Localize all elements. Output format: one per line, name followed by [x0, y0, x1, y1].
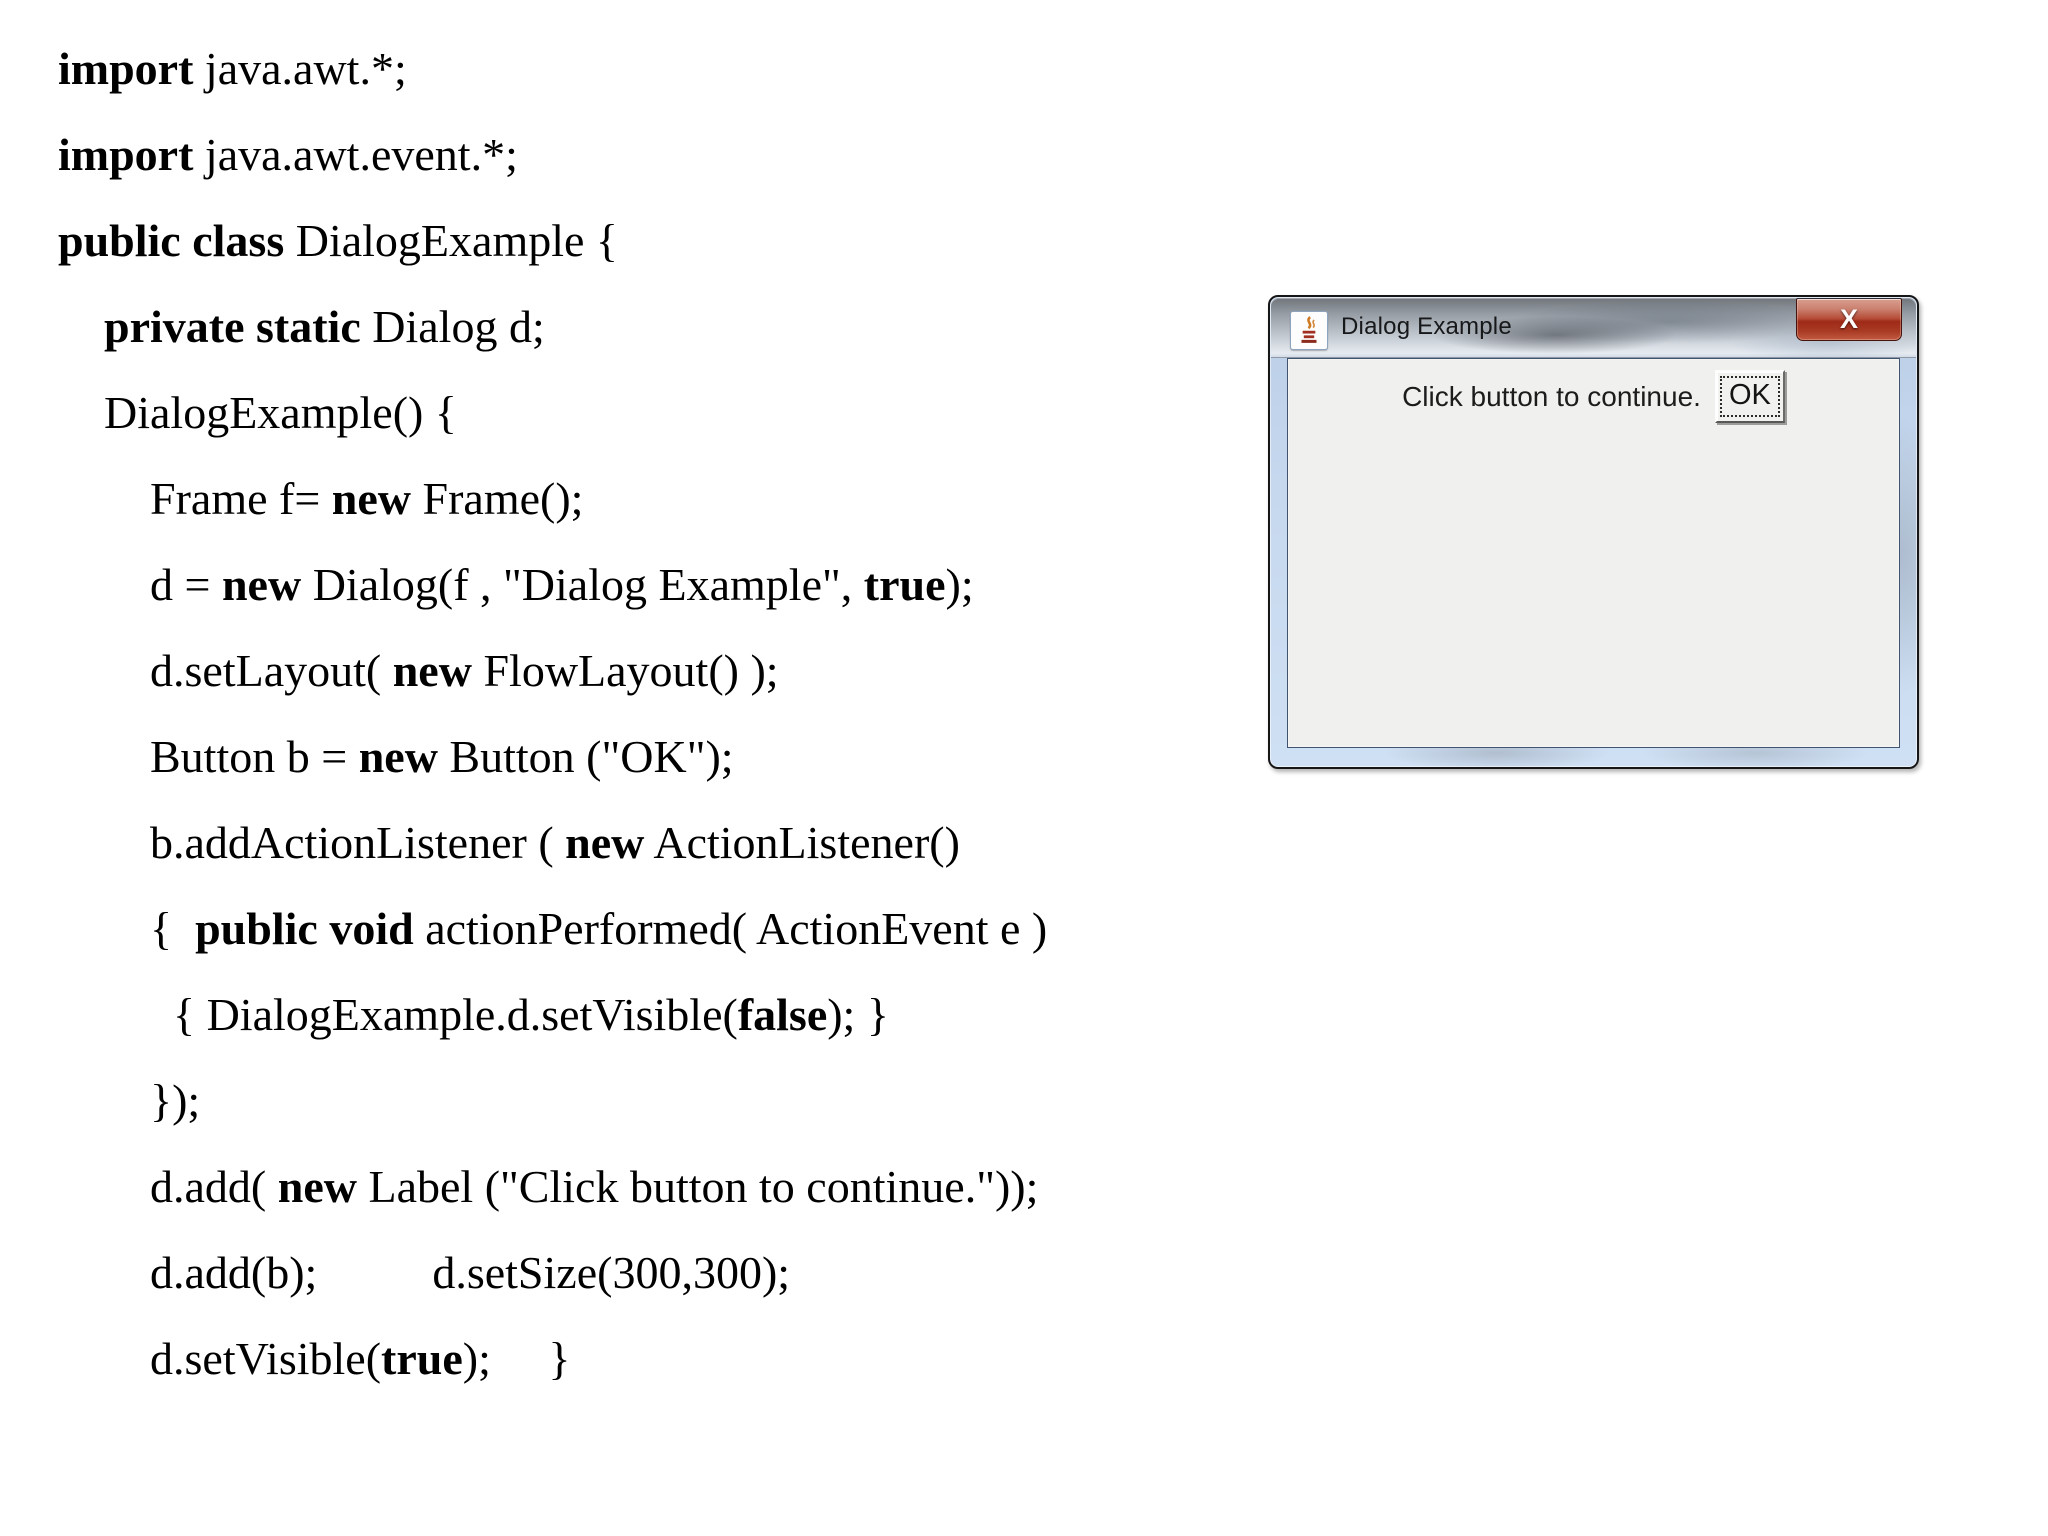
code-line: { DialogExample.d.setVisible(false); }: [58, 989, 889, 1040]
dialog-label: Click button to continue.: [1402, 380, 1701, 412]
code-line: Button b = new Button ("OK");: [58, 731, 734, 782]
flow-layout-row: Click button to continue. OK: [1288, 359, 1899, 423]
code-line: private static Dialog d;: [104, 301, 545, 352]
java-coffee-cup-icon: [1290, 311, 1328, 350]
code-line: { public void actionPerformed( ActionEve…: [58, 903, 1048, 954]
dialog-title: Dialog Example: [1341, 313, 1512, 340]
close-icon: X: [1839, 304, 1858, 334]
code-line: d.add( new Label ("Click button to conti…: [58, 1161, 1039, 1212]
close-button[interactable]: X: [1796, 298, 1902, 341]
code-line: b.addActionListener ( new ActionListener…: [58, 817, 960, 868]
code-line: d.setVisible(true); }: [58, 1333, 571, 1384]
code-line: import java.awt.event.*;: [58, 129, 518, 180]
ok-button-label: OK: [1719, 376, 1780, 417]
dialog-titlebar[interactable]: Dialog Example X: [1271, 298, 1916, 358]
code-line: d.setLayout( new FlowLayout() );: [58, 645, 779, 696]
code-line: DialogExample() {: [58, 387, 457, 438]
code-line: Frame f= new Frame();: [58, 473, 584, 524]
dialog-window: Dialog Example X Click button to continu…: [1268, 295, 1919, 769]
code-line: public class DialogExample {: [58, 215, 619, 266]
code-line: d = new Dialog(f , "Dialog Example", tru…: [58, 559, 974, 610]
dialog-content-panel: Click button to continue. OK: [1287, 358, 1900, 748]
code-listing: import java.awt.*; import java.awt.event.…: [58, 26, 1047, 1402]
ok-button[interactable]: OK: [1714, 370, 1785, 423]
code-line: d.add(b); d.setSize(300,300);: [58, 1247, 791, 1298]
code-line: });: [58, 1075, 201, 1126]
code-line: import java.awt.*;: [58, 43, 407, 94]
